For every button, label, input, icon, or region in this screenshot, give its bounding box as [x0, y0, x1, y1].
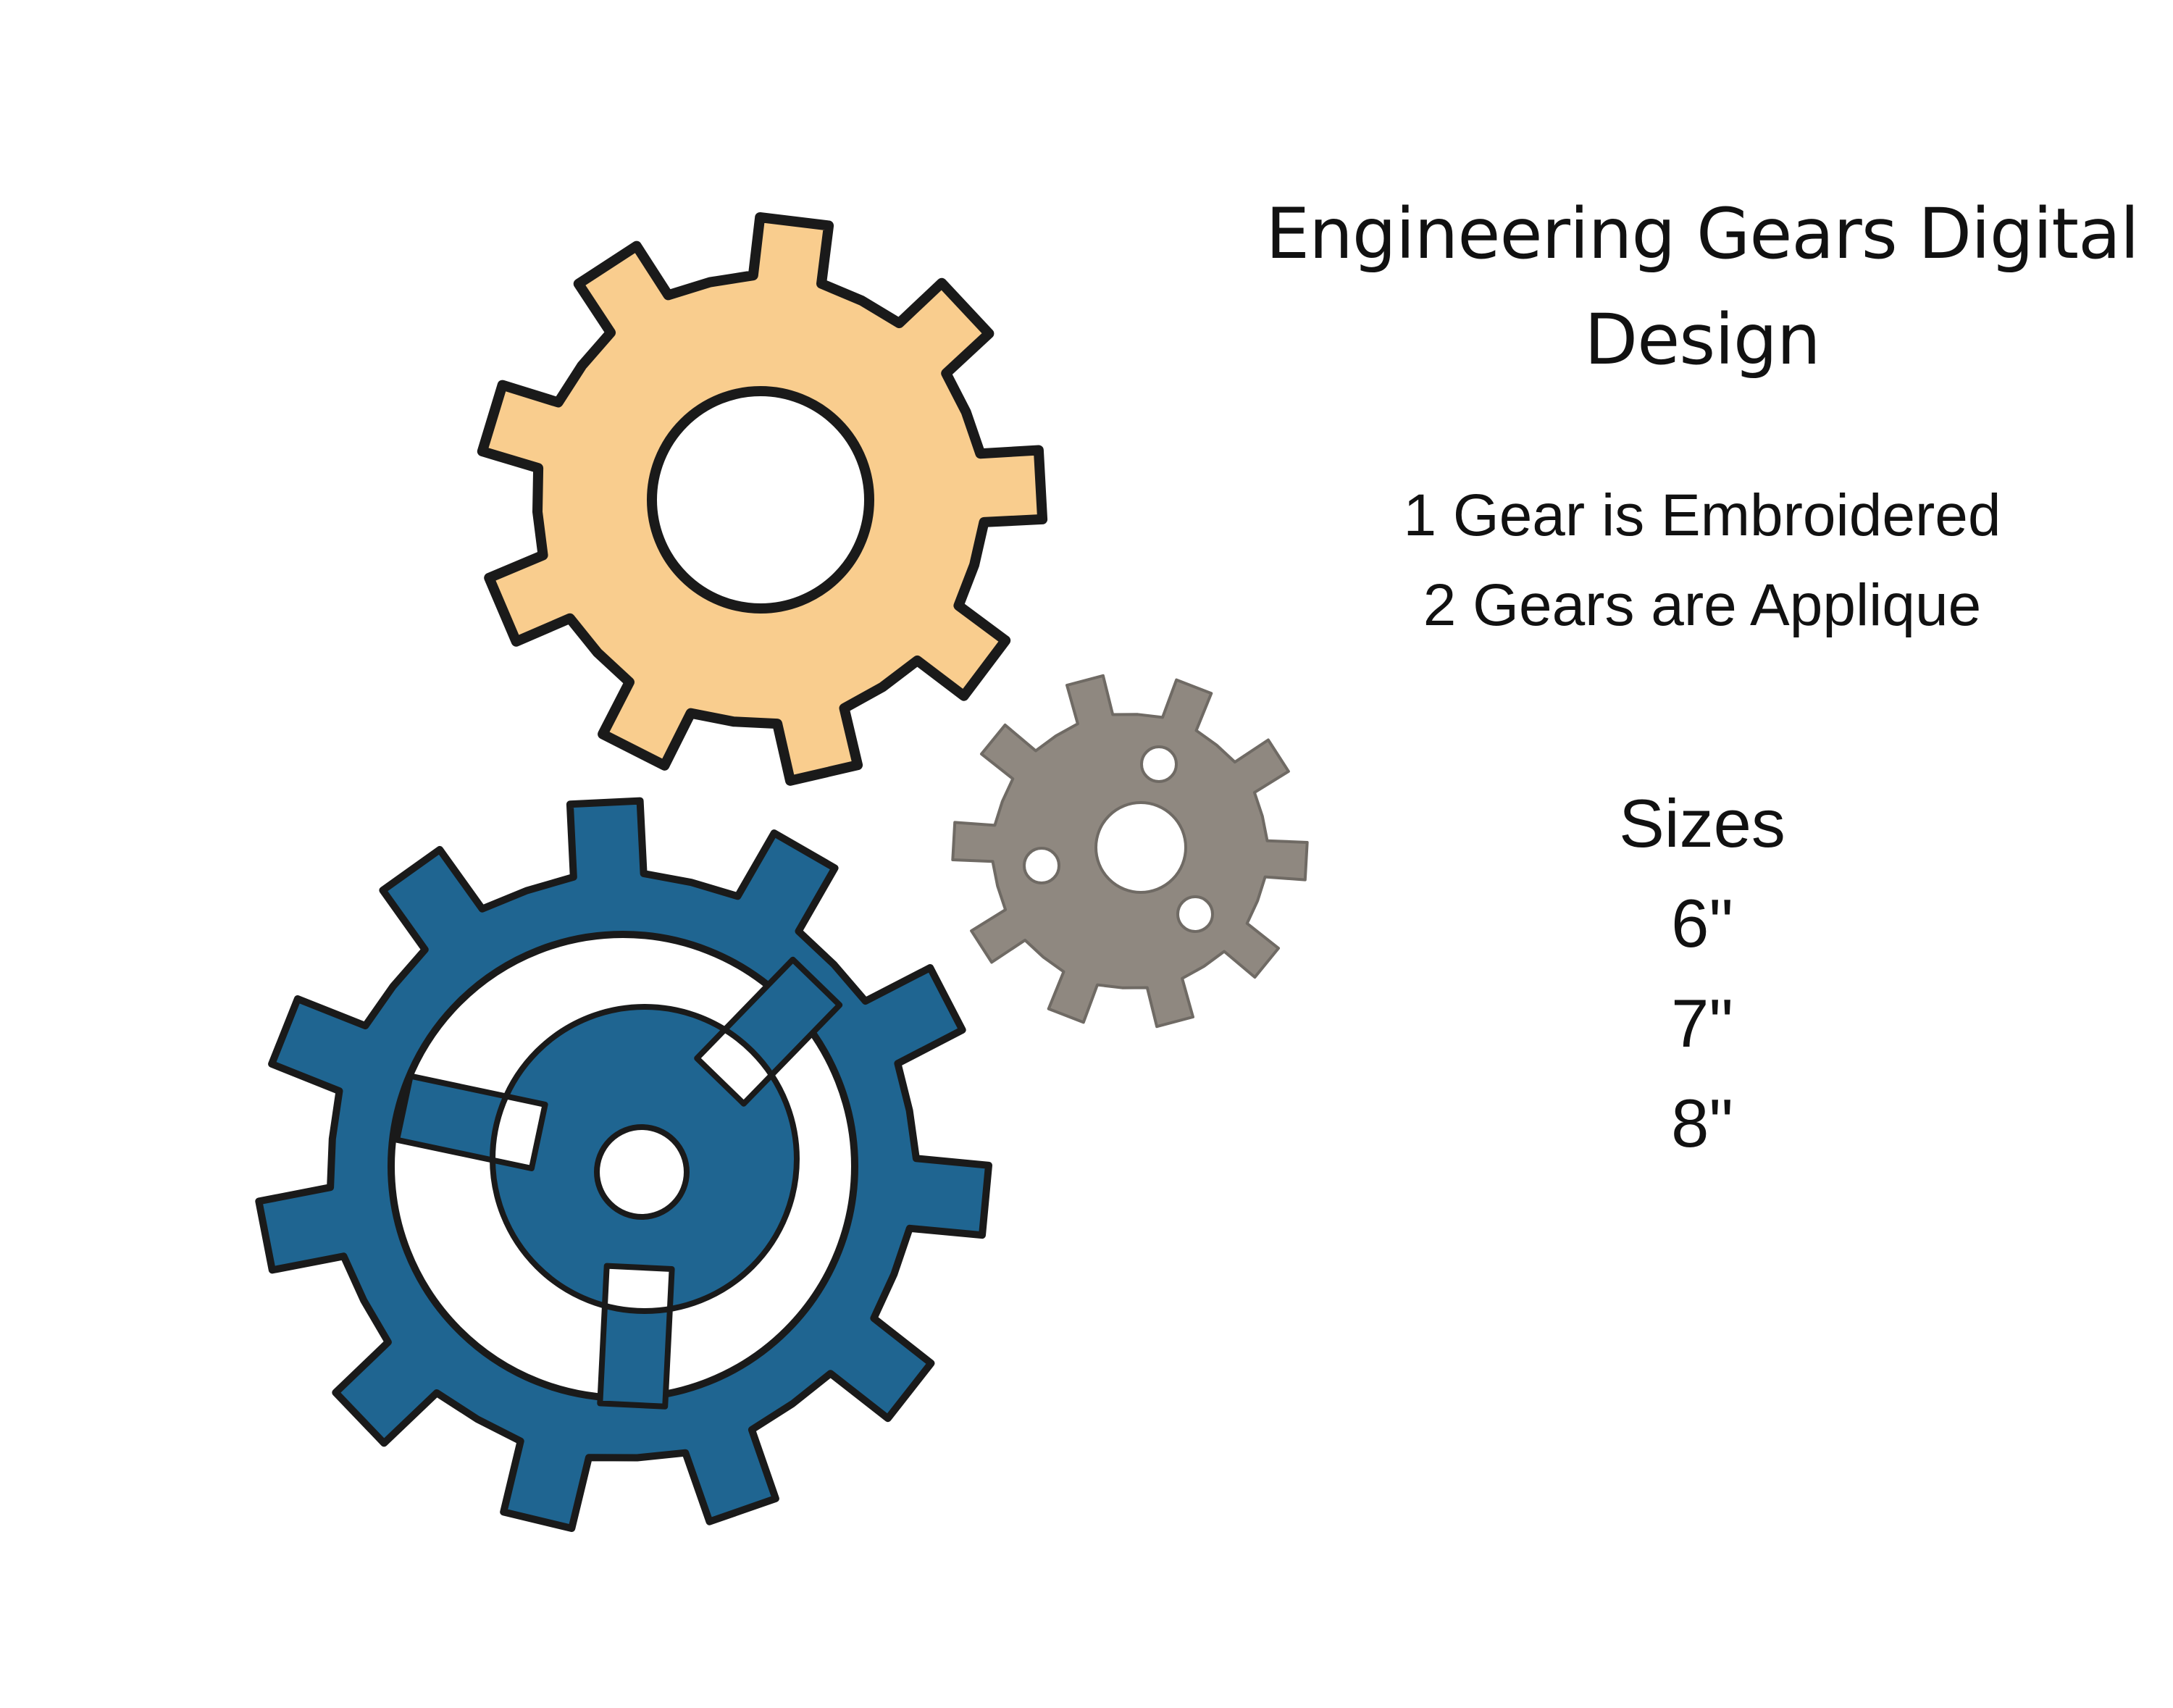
blue-gear-icon [255, 797, 992, 1532]
tan-gear-icon [477, 212, 1048, 786]
size-option: 7" [1671, 985, 1733, 1061]
sizes-heading: Sizes [1619, 785, 1785, 861]
embroidered-note: 1 Gear is Embroidered [1403, 482, 2001, 548]
size-option: 6" [1671, 885, 1733, 961]
size-option: 8" [1671, 1085, 1733, 1161]
design-title-line-1: Engineering Gears Digital [1265, 193, 2139, 275]
design-title-line-2: Design [1584, 299, 1820, 380]
design-title: Engineering Gears Digital Design [1231, 181, 2173, 393]
technique-info: 1 Gear is Embroidered 2 Gears are Appliq… [1231, 471, 2173, 650]
size-list: Sizes 6" 7" 8" [1231, 774, 2173, 1173]
design-info-panel: Engineering Gears Digital Design 1 Gear … [1231, 181, 2173, 1173]
gray-gear-icon [951, 674, 1309, 1029]
applique-note: 2 Gears are Applique [1423, 572, 1982, 638]
